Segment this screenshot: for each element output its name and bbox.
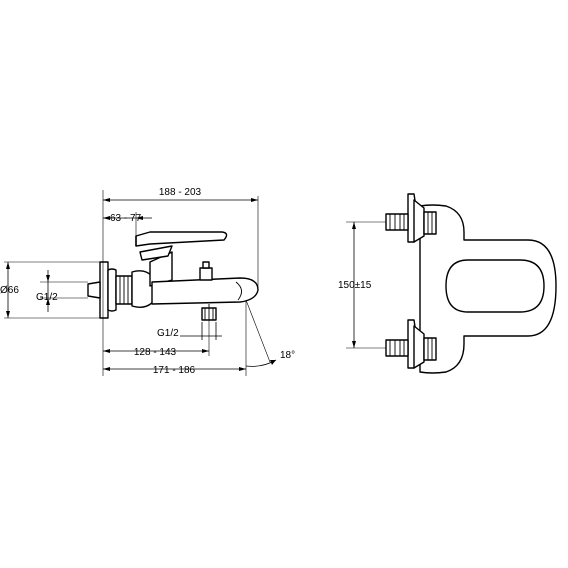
outlet-position-label: 128 - 143 bbox=[134, 347, 177, 358]
inlet-connector bbox=[87, 275, 133, 305]
inlet-spacing-label: 150±15 bbox=[338, 280, 372, 291]
wall-flange bbox=[99, 261, 117, 319]
inlet-diameter-label: Ø66 bbox=[0, 285, 19, 296]
spout-reach-label: 171 - 186 bbox=[153, 365, 196, 376]
lever bbox=[135, 231, 228, 247]
mixer-body bbox=[131, 245, 259, 321]
side-view: 188 - 203 63 - 77 Ø66 G1/2 G1/2 128 - 14… bbox=[0, 187, 295, 376]
top-inlet bbox=[385, 193, 437, 243]
lever-offset-label: 63 - 77 bbox=[110, 213, 142, 224]
bottom-inlet bbox=[385, 319, 437, 369]
front-view: 150±15 bbox=[338, 193, 557, 374]
spout-angle-label: 18° bbox=[280, 350, 295, 361]
front-lever bbox=[445, 259, 545, 313]
inlet-thread-label: G1/2 bbox=[36, 292, 58, 303]
outlet-thread-label: G1/2 bbox=[157, 328, 179, 339]
overall-length-label: 188 - 203 bbox=[159, 187, 202, 198]
